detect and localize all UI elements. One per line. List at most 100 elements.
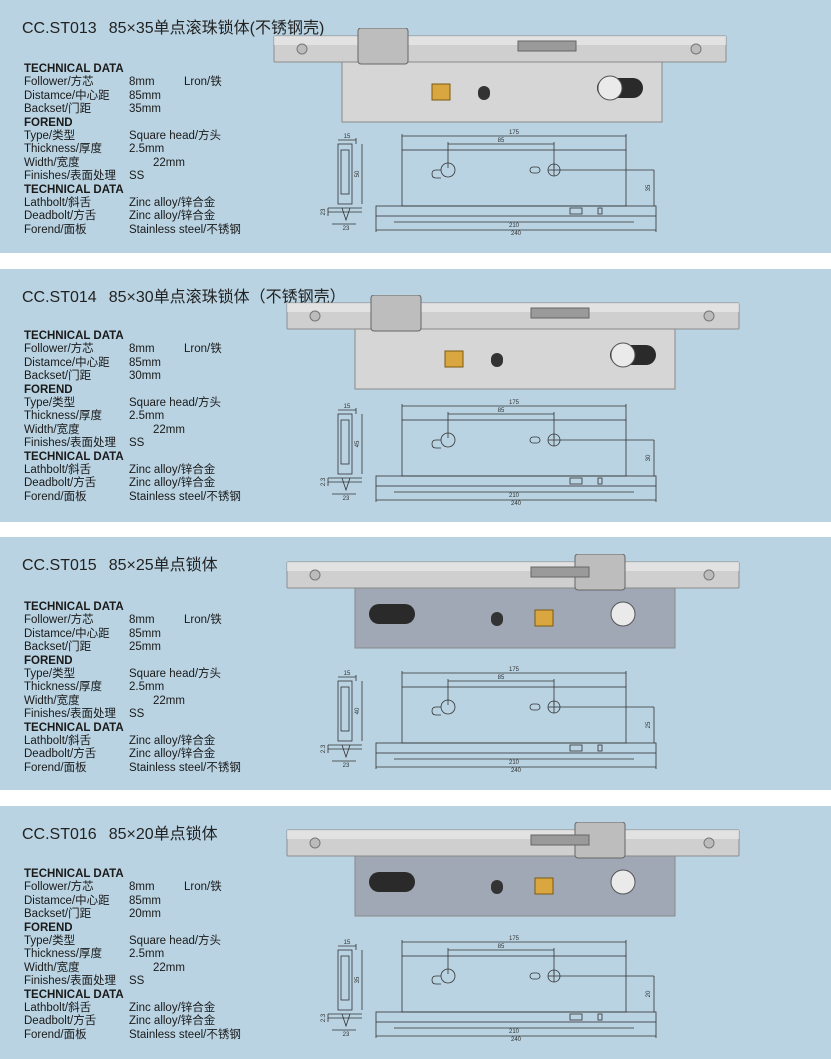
spec-value: Stainless steel/不锈钢	[129, 223, 241, 236]
spec-label: Forend/面板	[24, 1028, 87, 1041]
follower-hole	[491, 353, 503, 367]
dim-85: 85	[498, 675, 505, 681]
spec-label: Type/类型	[24, 934, 76, 947]
slot	[517, 40, 577, 52]
spec-row-backset: Backset/门距 20mm	[24, 908, 324, 921]
forend-heading: FOREND	[24, 116, 73, 129]
product-name: 85×35单点滚珠锁体(不锈钢壳)	[108, 20, 325, 37]
lock-body-image	[286, 295, 740, 390]
technical-heading: TECHNICAL DATA	[24, 601, 124, 613]
dim-side-15: 15	[344, 940, 351, 946]
dim-210: 210	[509, 760, 520, 766]
spec-label: Forend/面板	[24, 490, 87, 503]
spec-label: Follower/方芯	[24, 76, 94, 89]
technical-drawing: 175 85 30 210 240 15 45 23 2.3	[321, 400, 657, 507]
forend-outline	[375, 205, 657, 217]
spec-value: 25mm	[129, 641, 161, 654]
screw-icon	[703, 569, 715, 581]
spec-label: Backset/门距	[24, 908, 92, 921]
forend-outline	[375, 1011, 657, 1023]
faceplate-shine	[287, 303, 739, 312]
spec-value: 20mm	[129, 908, 161, 921]
dim-side-23: 23	[343, 1032, 350, 1038]
spec-label: Width/宽度	[24, 423, 80, 436]
dim-side-height: 40	[355, 707, 361, 714]
spec-label: Forend/面板	[24, 761, 87, 774]
spec-extra: Lron/铁	[184, 343, 222, 356]
side-view	[337, 413, 353, 475]
technical-heading-2: TECHNICAL DATA	[24, 988, 124, 1001]
spec-label: Backset/门距	[24, 103, 92, 116]
technical-drawing: 175 85 35 210 240 15 50 23 23	[321, 130, 657, 237]
spec-label: Deadbolt/方舌	[24, 1015, 97, 1028]
spec-label: Distamce/中心距	[24, 89, 110, 102]
spec-value: SS	[129, 708, 145, 721]
spec-label: Thickness/厚度	[24, 681, 102, 694]
spec-extra: Lron/铁	[184, 614, 222, 627]
spec-value: 85mm	[129, 894, 161, 907]
slot	[530, 307, 590, 319]
dim-side-height: 45	[355, 440, 361, 447]
spec-label: Finishes/表面处理	[24, 170, 117, 183]
dim-side-2-3: 23	[321, 208, 327, 215]
product-name: 85×30单点滚珠锁体（不锈钢壳）	[108, 289, 346, 306]
screw-icon	[296, 43, 308, 55]
dim-side-height: 35	[355, 976, 361, 983]
dim-side-15: 15	[344, 671, 351, 677]
spec-label: Backset/门距	[24, 641, 92, 654]
dim-175: 175	[509, 936, 520, 942]
dim-240: 240	[511, 501, 522, 507]
faceplate-shine	[274, 36, 726, 45]
forend-heading: FOREND	[24, 921, 73, 934]
lock-case	[341, 61, 663, 123]
lock-body-image	[273, 28, 727, 123]
dim-240: 240	[511, 768, 522, 774]
cylinder-hole	[369, 872, 415, 892]
dim-backset: 35	[646, 184, 652, 191]
forend-heading: FOREND	[24, 654, 73, 667]
spec-value: 30mm	[129, 370, 161, 383]
dim-side-15: 15	[344, 134, 351, 140]
lock-body-image	[286, 554, 740, 649]
spec-value: 35mm	[129, 103, 161, 116]
product-name: 85×20单点锁体	[108, 826, 218, 843]
spec-label: Follower/方芯	[24, 881, 94, 894]
brass-cam	[444, 350, 464, 368]
spec-label: Finishes/表面处理	[24, 975, 117, 988]
cylinder-circle	[597, 75, 623, 101]
spec-extra: Lron/铁	[184, 881, 222, 894]
cylinder-hole	[369, 604, 415, 624]
side-view	[337, 680, 353, 742]
slot	[530, 834, 590, 846]
spec-value: Zinc alloy/锌合金	[129, 210, 216, 223]
dim-side-23: 23	[343, 496, 350, 502]
spec-value: 22mm	[153, 961, 185, 974]
spec-label: Deadbolt/方舌	[24, 477, 97, 490]
spec-label: Follower/方芯	[24, 614, 94, 627]
dim-side-2-3: 2.3	[321, 744, 327, 753]
screw-icon	[703, 837, 715, 849]
follower-hole	[491, 612, 503, 626]
spec-label: Width/宽度	[24, 156, 80, 169]
